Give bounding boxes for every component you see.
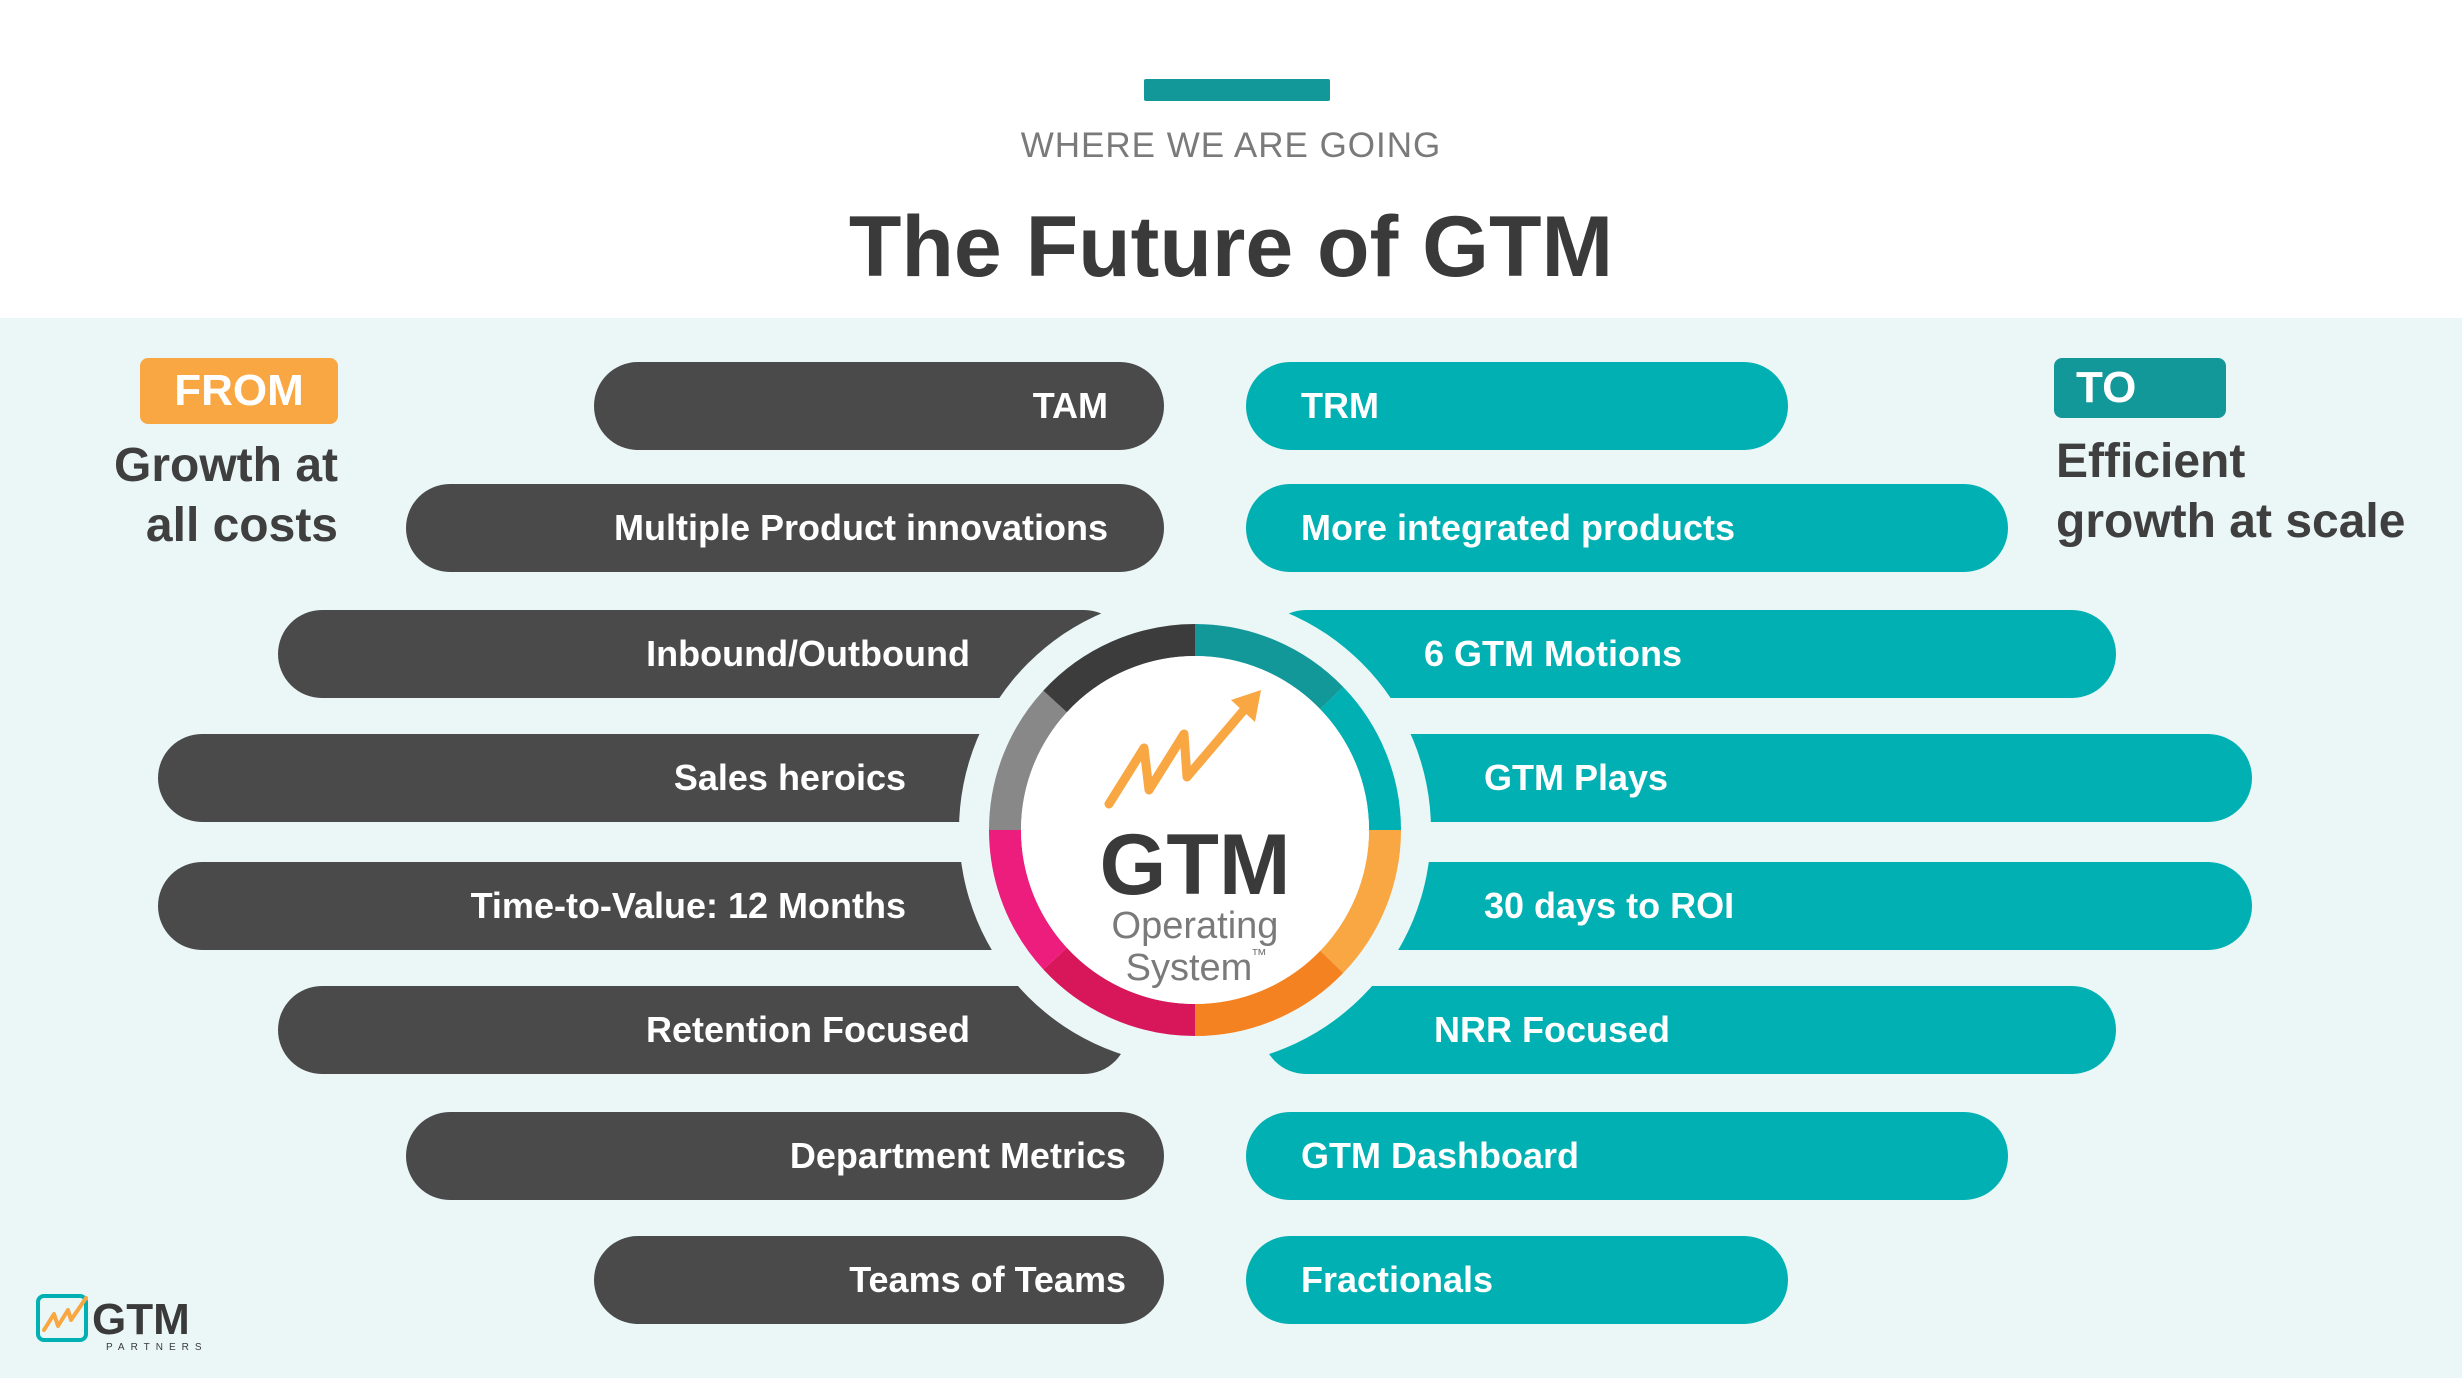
page-title: The Future of GTM (848, 199, 1614, 295)
from-item-label: Inbound/Outbound (646, 633, 970, 674)
ring-segment-teal (1319, 686, 1401, 831)
from-item-teams-of-teams: Teams of Teams (594, 1236, 1164, 1324)
from-item-label: Time-to-Value: 12 Months (470, 885, 906, 926)
to-item-label: TRM (1301, 385, 1379, 426)
hub-line2: System (1126, 947, 1253, 989)
hub-title: GTM (1099, 817, 1290, 913)
to-item-label: GTM Plays (1484, 757, 1669, 798)
to-item-nrr-focused: NRR Focused (1262, 986, 2116, 1074)
to-item-label: 6 GTM Motions (1424, 633, 1682, 674)
to-summary-line2: growth at scale (2056, 495, 2406, 548)
to-item-trm: TRM (1246, 362, 1788, 450)
to-item-label: GTM Dashboard (1301, 1135, 1580, 1176)
eyebrow-label: WHERE WE ARE GOING (1020, 126, 1442, 165)
to-item-gtm-dashboard: GTM Dashboard (1246, 1112, 2008, 1200)
from-item-time-to-value: Time-to-Value: 12 Months (158, 862, 1058, 950)
ring-segment-yellow (1319, 829, 1401, 974)
from-item-department-metrics: Department Metrics (406, 1112, 1164, 1200)
to-item-label: 30 days to ROI (1484, 885, 1735, 926)
to-item-gtm-plays: GTM Plays (1330, 734, 2252, 822)
to-item-days-to-roi: 30 days to ROI (1330, 862, 2252, 950)
from-item-label: Retention Focused (645, 1009, 970, 1050)
to-item-label: More integrated products (1301, 507, 1736, 548)
ring-segment-pink (989, 829, 1068, 970)
from-item-label: Sales heroics (673, 757, 906, 798)
from-summary-line1: Growth at (114, 439, 338, 492)
from-item-label: Teams of Teams (849, 1259, 1126, 1300)
ring-segment-charcoal (1043, 624, 1196, 713)
from-item-retention: Retention Focused (278, 986, 1128, 1074)
hub-line1: Operating (1112, 905, 1279, 947)
from-item-sales-heroics: Sales heroics (158, 734, 1058, 822)
logo-arrow-icon (42, 1296, 88, 1332)
to-tag: TO (2054, 358, 2226, 418)
hub-graphic: GTM Operating System ™ (959, 594, 1431, 1066)
to-item-label: Fractionals (1301, 1259, 1494, 1300)
hub-face (1021, 656, 1369, 1004)
logo-frame-icon (36, 1294, 88, 1342)
ring-segment-crimson (1043, 947, 1196, 1036)
accent-bar (1144, 79, 1330, 101)
to-item-label: NRR Focused (1434, 1009, 1671, 1050)
from-item-tam: TAM (594, 362, 1164, 450)
ring-segment-gray (989, 690, 1068, 831)
ring-segment-orange (1194, 950, 1344, 1036)
growth-arrow-icon (1104, 690, 1261, 809)
header: WHERE WE ARE GOING The Future of GTM (0, 0, 2462, 318)
from-item-inbound-outbound: Inbound/Outbound (278, 610, 1128, 698)
logo-name: GTM (92, 1295, 190, 1344)
logo-sub: PARTNERS (106, 1342, 208, 1352)
gtm-partners-logo: GTM PARTNERS (36, 1286, 236, 1357)
from-item-label: TAM (1032, 385, 1108, 426)
logo-graphic: GTM PARTNERS (36, 1294, 208, 1353)
to-item-integrated-products: More integrated products (1246, 484, 2008, 572)
gtm-operating-system-hub: GTM Operating System ™ (959, 594, 1431, 1066)
to-item-fractionals: Fractionals (1246, 1236, 1788, 1324)
from-item-product-innovations: Multiple Product innovations (406, 484, 1164, 572)
from-tag: FROM (140, 358, 338, 424)
from-item-label: Department Metrics (789, 1135, 1126, 1176)
from-summary: Growth at all costs (114, 436, 338, 556)
from-summary-line2: all costs (145, 499, 338, 552)
ring-segment-dark-teal (1194, 624, 1344, 710)
to-item-gtm-motions: 6 GTM Motions (1262, 610, 2116, 698)
from-item-label: Multiple Product innovations (614, 507, 1108, 548)
hub-trademark: ™ (1251, 947, 1267, 964)
to-summary-line1: Efficient (2056, 435, 2246, 488)
to-summary: Efficient growth at scale (2056, 432, 2405, 552)
